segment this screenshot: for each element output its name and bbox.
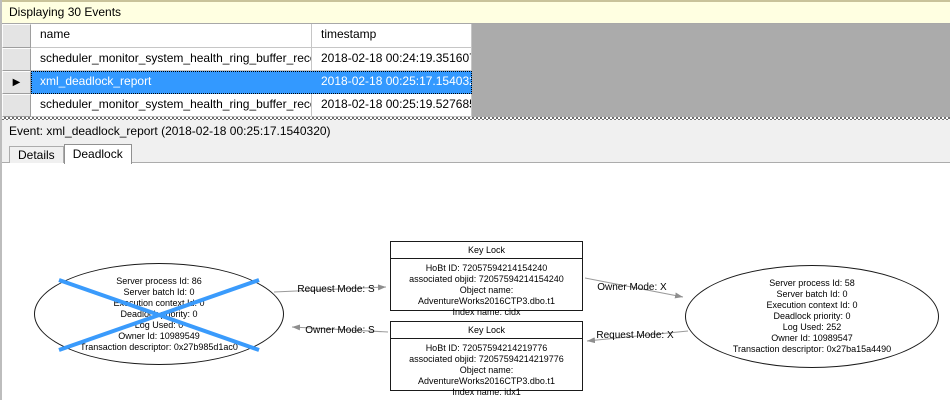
lock-detail-line: HoBt ID: 72057594214154240 (425, 263, 548, 273)
event-timestamp-cell[interactable]: 2018-02-18 00:24:19.3516078 (312, 48, 472, 71)
events-count-bar: Displaying 30 Events (2, 0, 950, 24)
edge-label: Request Mode: S (297, 284, 375, 295)
lock-detail-line: HoBt ID: 72057594214219776 (425, 343, 548, 353)
events-grid: name timestamp scheduler_monitor_system_… (2, 24, 950, 117)
events-count-label: Displaying 30 Events (9, 5, 122, 19)
lock-detail-line: Index name: idx1 (452, 387, 521, 397)
edge-request-x (586, 330, 689, 344)
process-detail-line: Server process Id: 58 (769, 278, 855, 288)
row-selector[interactable]: ▶ (2, 71, 31, 94)
table-row: scheduler_monitor_system_health_ring_buf… (2, 48, 950, 71)
process-detail-line: Log Used: 0 (134, 319, 184, 330)
lock-node-key-lock-1[interactable]: Key Lock HoBt ID: 72057594214154240 asso… (390, 241, 583, 317)
deadlock-graph-pane: Server process Id: 86 Server batch Id: 0… (2, 163, 950, 400)
event-name-cell[interactable]: scheduler_monitor_system_health_ring_buf… (31, 94, 312, 117)
event-title-strip: Event: xml_deadlock_report (2018-02-18 0… (2, 120, 950, 142)
edge-label: Owner Mode: S (305, 325, 375, 336)
edge-request-s (273, 284, 387, 293)
tab-details[interactable]: Details (9, 146, 64, 163)
edge-owner-x (584, 277, 684, 299)
column-header-timestamp[interactable]: timestamp (312, 24, 472, 48)
process-detail-line: Execution context Id: 0 (766, 300, 858, 310)
table-row: scheduler_monitor_system_health_ring_buf… (2, 94, 950, 117)
edge-label: Owner Mode: X (597, 282, 667, 293)
process-detail-line: Deadlock priority: 0 (120, 308, 198, 319)
lock-node-key-lock-2[interactable]: Key Lock HoBt ID: 72057594214219776 asso… (390, 321, 583, 397)
lock-detail-line: Index name: cidx (452, 307, 521, 317)
tab-strip: Details Deadlock (2, 142, 950, 164)
process-detail-line: Owner Id: 10989549 (118, 330, 200, 341)
process-detail-line: Owner Id: 10989547 (771, 333, 853, 343)
lock-detail-line: associated objid: 72057594214219776 (409, 354, 564, 364)
row-selector-header[interactable] (2, 24, 31, 48)
event-timestamp-cell[interactable]: 2018-02-18 00:25:17.1540320 (312, 71, 472, 94)
lock-node-title: Key Lock (391, 322, 582, 339)
process-detail-line: Server process Id: 86 (116, 275, 202, 286)
table-row-selected: ▶ xml_deadlock_report 2018-02-18 00:25:1… (2, 71, 950, 94)
event-title-label: Event: xml_deadlock_report (2018-02-18 0… (9, 124, 331, 138)
row-selector[interactable] (2, 48, 31, 71)
process-detail-line: Execution context Id: 0 (113, 297, 205, 308)
lock-detail-line: Object name: AdventureWorks2016CTP3.dbo.… (418, 285, 555, 306)
lock-detail-line: associated objid: 72057594214154240 (409, 274, 564, 284)
process-node-victim[interactable]: Server process Id: 86 Server batch Id: 0… (34, 263, 284, 365)
process-detail-line: Transaction descriptor: 0x27ba15a4490 (732, 344, 892, 354)
process-detail-line: Deadlock priority: 0 (773, 311, 851, 321)
event-timestamp-cell[interactable]: 2018-02-18 00:25:19.5276859 (312, 94, 472, 117)
tab-deadlock[interactable]: Deadlock (63, 144, 132, 164)
process-detail-line: Transaction descriptor: 0x27b985d1ac0 (80, 341, 238, 352)
grid-pane-splitter[interactable] (2, 117, 950, 120)
lock-node-title: Key Lock (391, 242, 582, 259)
process-detail-line: Server batch Id: 0 (123, 286, 195, 297)
row-selector[interactable] (2, 94, 31, 117)
event-name-cell[interactable]: scheduler_monitor_system_health_ring_buf… (31, 48, 312, 71)
process-node-owner[interactable]: Server process Id: 58 Server batch Id: 0… (685, 265, 939, 368)
lock-detail-line: Object name: AdventureWorks2016CTP3.dbo.… (418, 365, 555, 386)
event-name-cell[interactable]: xml_deadlock_report (31, 71, 312, 94)
current-row-arrow-icon: ▶ (12, 77, 21, 88)
process-detail-line: Log Used: 252 (782, 322, 842, 332)
column-header-name[interactable]: name (31, 24, 312, 48)
edge-owner-s (291, 324, 389, 333)
process-detail-line: Server batch Id: 0 (776, 289, 848, 299)
grid-header-row: name timestamp (2, 24, 950, 48)
edge-label: Request Mode: X (596, 330, 674, 341)
